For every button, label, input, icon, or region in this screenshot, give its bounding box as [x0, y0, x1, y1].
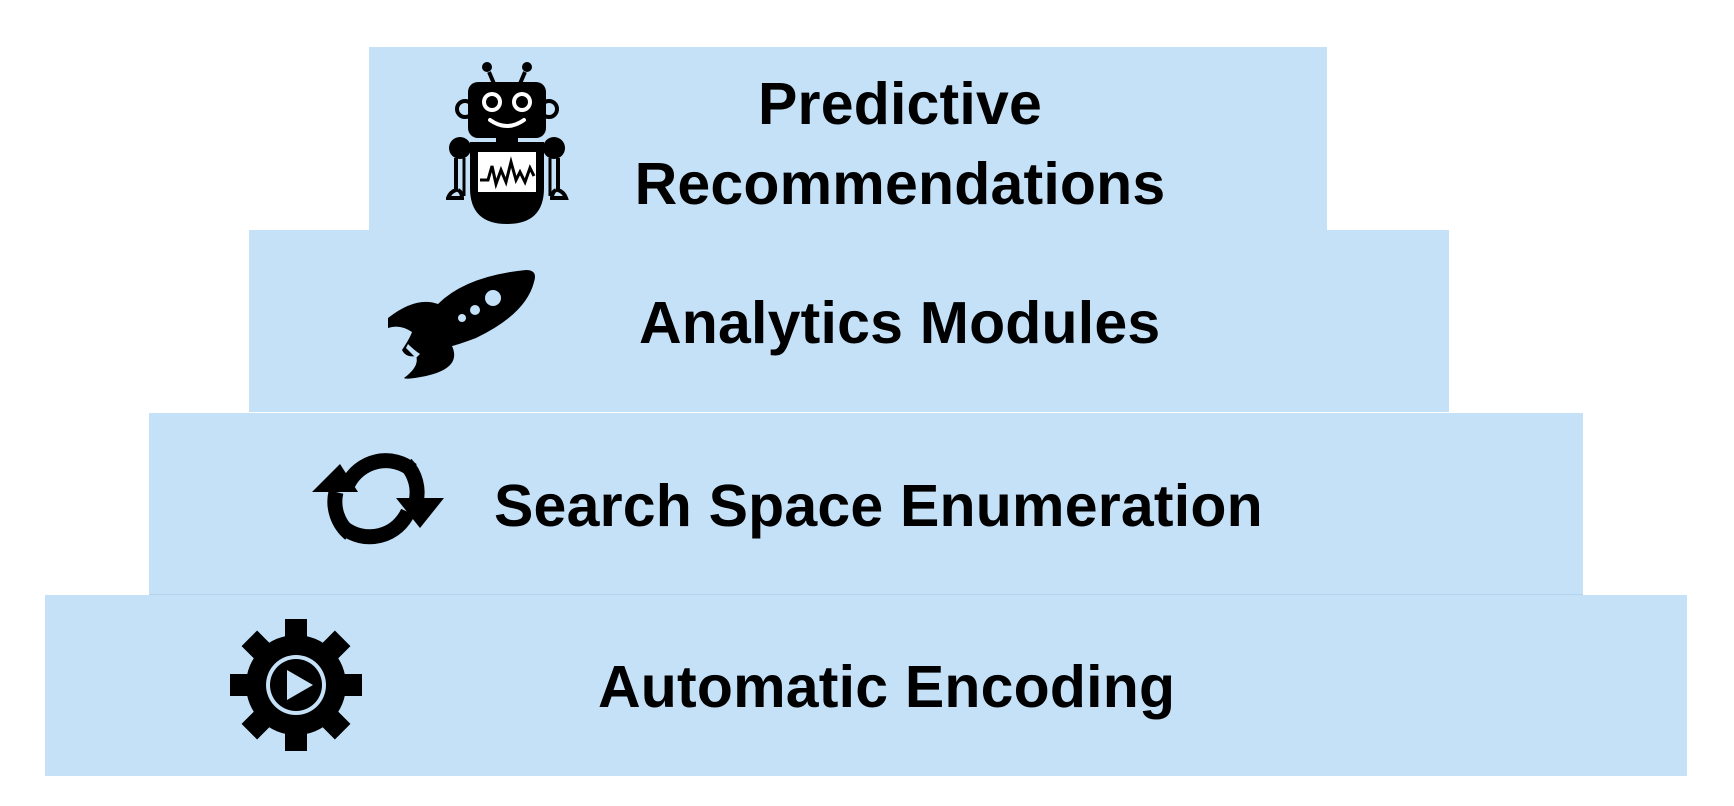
- tier-2-label: Analytics Modules: [639, 290, 1161, 356]
- tier-1-label-line-1: Predictive: [757, 71, 1043, 137]
- tier-3-label: Search Space Enumeration: [494, 473, 1263, 539]
- tier-1-label-line-2: Recommendations: [634, 151, 1166, 217]
- rocket-icon: [376, 266, 542, 380]
- refresh-cycle-icon: [310, 442, 446, 554]
- gear-play-icon: [228, 617, 364, 753]
- robot-icon: [446, 58, 576, 228]
- tier-divider: [149, 594, 1583, 595]
- tier-search-space-enumeration: [149, 413, 1583, 594]
- tier-4-label: Automatic Encoding: [598, 654, 1176, 720]
